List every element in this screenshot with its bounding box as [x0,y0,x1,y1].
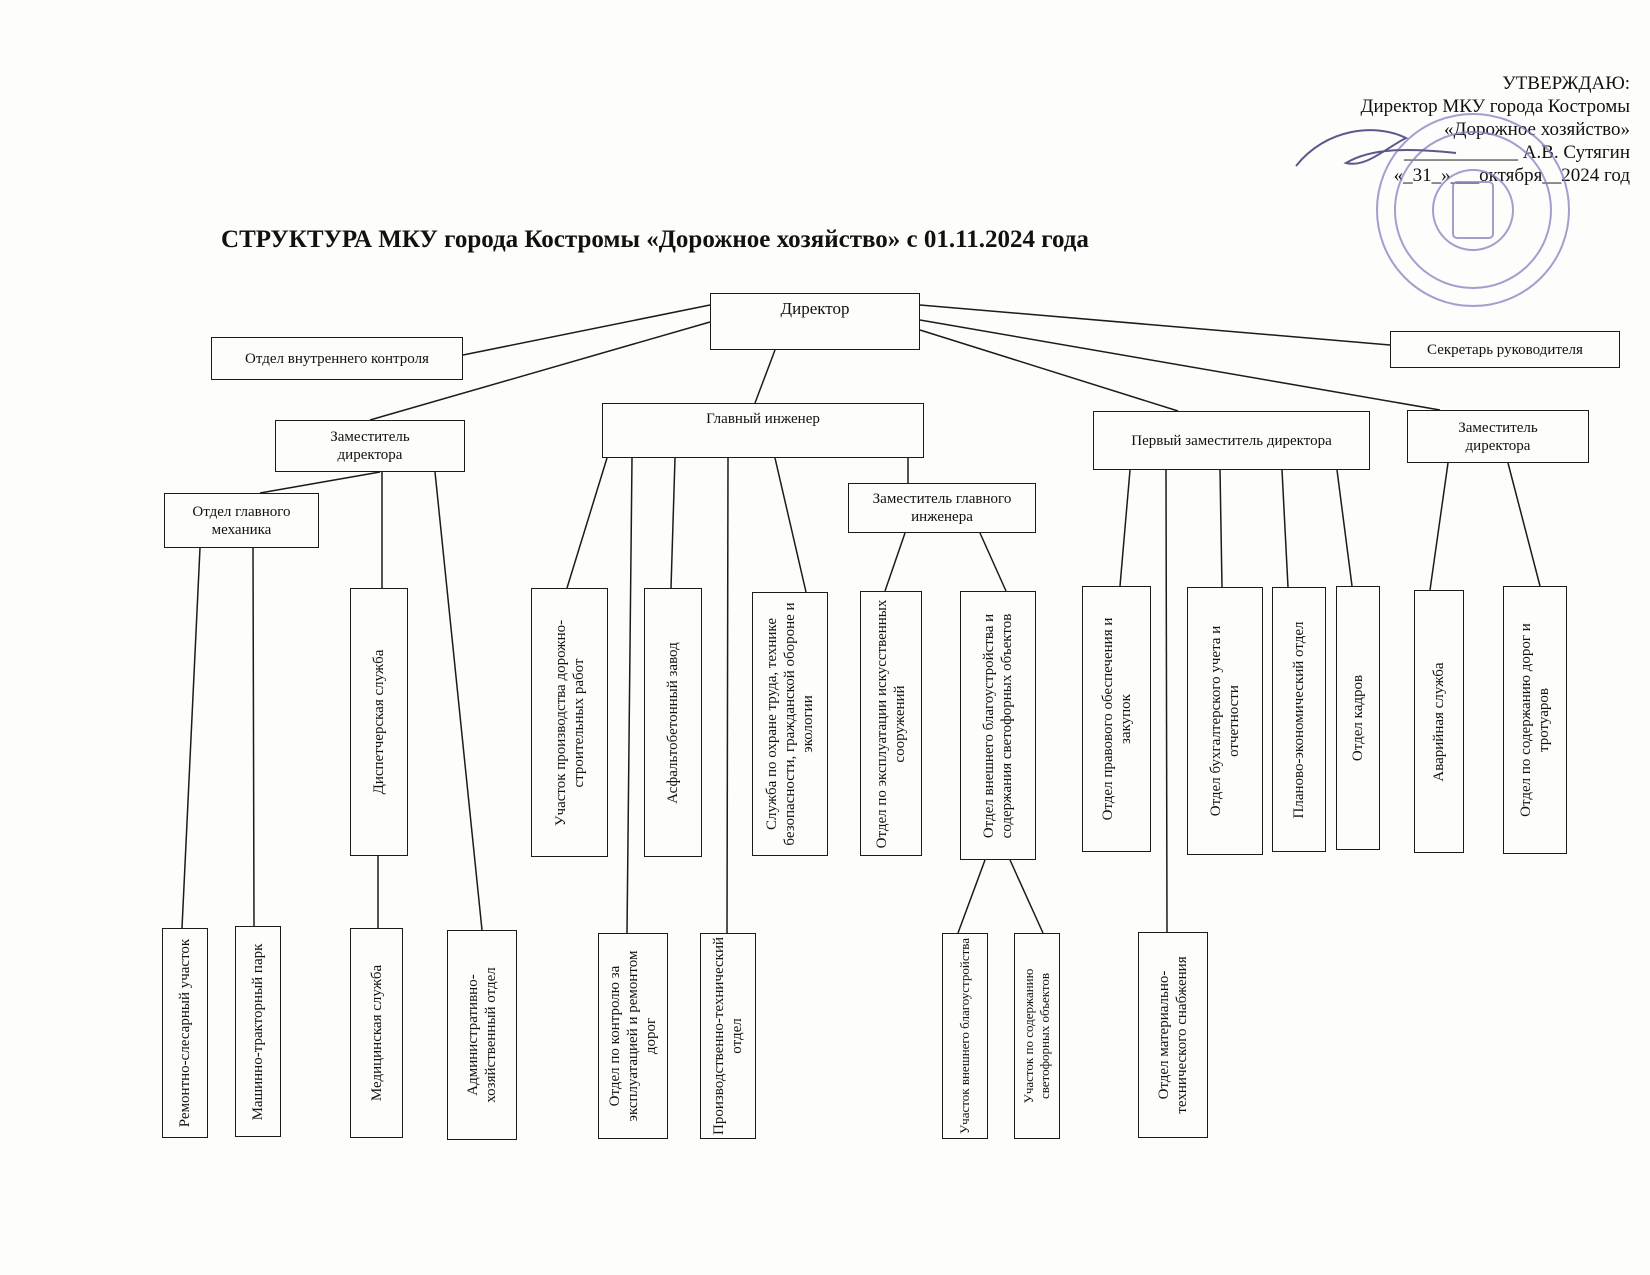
node-chief-mechanic: Отдел главного механика [164,493,319,548]
node-planning: Планово-экономический отдел [1272,587,1326,852]
node-labor-safety: Служба по охране труда, технике безопасн… [752,592,828,856]
node-production-tech: Производственно-технический отдел [700,933,756,1139]
node-road-control: Отдел по контролю за эксплуатацией и рем… [598,933,668,1139]
node-artificial-structures: Отдел по эксплуатации искусственных соор… [860,591,922,856]
node-secretary: Секретарь руководителя [1390,331,1620,368]
node-medical: Медицинская служба [350,928,403,1138]
node-hr: Отдел кадров [1336,586,1380,850]
node-emergency: Аварийная служба [1414,590,1464,853]
node-admin-econ: Административно-хозяйственный отдел [447,930,517,1140]
node-deputy-chief-engineer: Заместитель главного инженера [848,483,1036,533]
node-director: Директор [710,293,920,350]
signature-mark [1295,129,1457,167]
approval-heading: УТВЕРЖДАЮ: [1502,73,1630,94]
approval-signatory: ____________ А.В. Сутягин [1403,142,1630,163]
node-machine-park: Машинно-тракторный парк [235,926,281,1137]
node-road-construction: Участок производства дорожно-строительны… [531,588,608,857]
node-landscaping-dept: Отдел внешнего благоустройства и содержа… [960,591,1036,860]
node-deputy-left: Заместитель директора [275,420,465,472]
node-dispatch: Диспетчерская служба [350,588,408,856]
node-legal: Отдел правового обеспечения и закупок [1082,586,1151,852]
approval-date: «_31_»___октября__2024 год [1393,165,1630,186]
node-traffic-lights-site: Участок по содержанию светофорных объект… [1014,933,1060,1139]
node-first-deputy: Первый заместитель директора [1093,411,1370,470]
node-landscaping-site: Участок внешнего благоустройства [942,933,988,1139]
official-stamp [1376,113,1570,307]
node-supply: Отдел материально-технического снабжения [1138,932,1208,1138]
node-asphalt-plant: Асфальтобетонный завод [644,588,702,857]
node-accounting: Отдел бухгалтерского учета и отчетности [1187,587,1263,855]
page-title: СТРУКТУРА МКУ города Костромы «Дорожное … [221,226,1089,253]
node-repair-shop: Ремонтно-слесарный участок [162,928,208,1138]
node-road-maintenance: Отдел по содержанию дорог и тротуаров [1503,586,1567,854]
approval-position: Директор МКУ города Костромы [1360,96,1630,117]
node-chief-engineer: Главный инженер [602,403,924,458]
node-deputy-right: Заместитель директора [1407,410,1589,463]
node-internal-control: Отдел внутреннего контроля [211,337,463,380]
